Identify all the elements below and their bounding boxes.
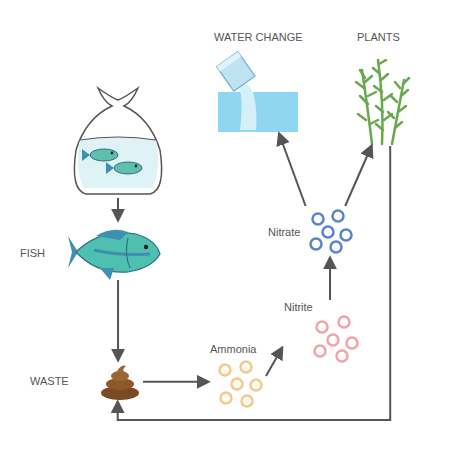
water-change-stage: WATER CHANGE — [212, 30, 308, 134]
plants-stage: PLANTS — [355, 30, 410, 146]
nitrate-molecules — [311, 211, 352, 253]
nitrate-stage: Nitrate — [266, 206, 354, 258]
plant-icon — [356, 60, 409, 144]
stage-label: Nitrate — [268, 225, 300, 239]
nitrite-molecules — [315, 317, 358, 362]
stage-label: PLANTS — [357, 30, 400, 44]
flow-arrow — [279, 134, 305, 206]
nitrite-stage: Nitrite — [282, 300, 362, 364]
flow-arrow — [266, 348, 282, 376]
fish-icon — [68, 230, 160, 280]
fish-bag — [74, 88, 161, 194]
ammonia-molecules — [220, 362, 262, 407]
bag-arrow — [117, 198, 119, 220]
stage-label: Ammonia — [210, 342, 256, 356]
waste-icon — [101, 366, 139, 400]
stage-label: WATER CHANGE — [214, 30, 303, 44]
flow-arrow — [118, 146, 391, 420]
stage-label: FISH — [20, 246, 45, 260]
flow-arrow — [329, 258, 331, 300]
ammonia-stage: Ammonia — [208, 342, 266, 410]
stage-label: Nitrite — [284, 300, 313, 314]
flow-arrow — [143, 381, 208, 383]
flow-arrow — [345, 146, 371, 206]
waste-stage: WASTE — [28, 360, 143, 402]
stage-label: WASTE — [30, 374, 69, 388]
water-change-icon — [217, 52, 298, 132]
fish-stage: FISH — [18, 225, 163, 280]
flow-arrow — [117, 280, 119, 360]
